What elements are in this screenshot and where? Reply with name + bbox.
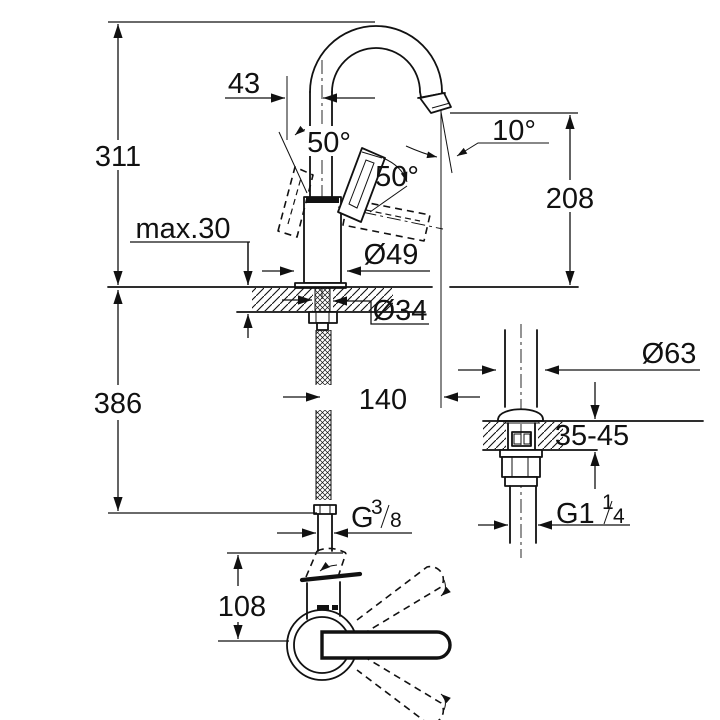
angle-right-arrow <box>382 157 408 183</box>
waste-thread-numerator: 1 <box>602 491 614 514</box>
waste-collar <box>499 449 543 458</box>
main-view <box>107 25 579 552</box>
outlet-angle-line <box>440 111 453 174</box>
waste-locknut-facets <box>511 457 529 477</box>
aerator-line <box>431 102 451 109</box>
deck-hatch-right <box>333 288 393 311</box>
dim-swing-left-label: 50° <box>307 127 351 159</box>
faucet-body <box>303 196 342 284</box>
front-lever-dashed-upper <box>352 565 445 641</box>
spout-outlet <box>419 92 452 114</box>
dimensions-main: 311 386 max.30 43 50° 50° 10° 208 <box>94 21 594 538</box>
dim-deck-thickness-label: max.30 <box>135 213 230 245</box>
label-bg <box>305 126 354 156</box>
spout-inner-arc <box>331 47 421 93</box>
dim-spout-reach-label: 140 <box>359 384 407 416</box>
mounting-nut-facets <box>315 312 330 323</box>
front-lever-dashed-lower <box>352 649 445 720</box>
front-view: 108 <box>218 547 452 720</box>
waste-dome-cap <box>497 408 544 422</box>
rotation-arrow-upper <box>440 579 451 597</box>
threaded-shank <box>315 288 330 312</box>
supply-thread-denominator: 8 <box>390 509 402 532</box>
angle-outlet-leader <box>456 142 549 157</box>
fraction-slash <box>380 504 390 529</box>
cartridge-band <box>306 197 339 203</box>
waste-thread-prefix: G1 <box>556 498 595 530</box>
waste-thread-denominator: 4 <box>613 505 625 528</box>
dim-max30-leader <box>130 241 250 285</box>
spout-outer-arc <box>309 25 443 93</box>
waste-body-in-deck <box>507 422 536 451</box>
shank-step <box>316 322 329 331</box>
dim-swing-right-label: 50° <box>375 161 419 193</box>
lever-dashed-down <box>342 198 431 242</box>
dim-flange-diameter-label: Ø63 <box>642 338 697 370</box>
dim-lever-height-label: 108 <box>218 591 266 623</box>
lever-solid-loop <box>348 159 375 209</box>
angle-left-leg <box>278 131 308 194</box>
front-lever-dashed-up <box>305 547 347 578</box>
waste-deck-hatch-right <box>538 422 563 449</box>
dim-total-height-label: 311 <box>95 141 141 173</box>
angle-outlet-arrow-left <box>405 145 438 159</box>
waste-tailpipe <box>509 485 537 544</box>
dim-body-diameter-label: Ø49 <box>364 239 419 271</box>
dim-spout-offset-label: 43 <box>228 68 260 100</box>
angle-right-leg-bottom <box>369 185 408 213</box>
waste-thread-label: G1 1 4 <box>556 491 625 530</box>
hose-connector-tube <box>317 513 333 552</box>
supply-thread-prefix: G <box>351 502 374 534</box>
hose-nut <box>313 504 337 515</box>
front-body-mark-b <box>332 605 338 610</box>
dim-outlet-height-label: 208 <box>546 183 594 215</box>
lever-dashed-left-inner <box>287 177 302 225</box>
waste-view: Ø63 35-45 G1 1 4 <box>458 324 704 558</box>
waste-window <box>511 431 532 447</box>
lever-solid <box>337 147 386 223</box>
front-body-mark-a <box>317 605 329 610</box>
dim-outlet-angle-label: 10° <box>492 115 536 147</box>
dim-below-deck-label: 386 <box>94 388 142 420</box>
supply-hose-upper-edges <box>315 330 332 385</box>
hose-nut-facets <box>319 505 331 514</box>
dim-hole-diameter-label: Ø34 <box>373 295 428 327</box>
lever-dashed-down-inner <box>355 207 421 222</box>
mounting-nut <box>308 311 338 324</box>
waste-deck-hatch-left <box>483 422 506 449</box>
supply-hose-lower-edges <box>315 410 332 500</box>
front-lever-solid <box>320 630 452 660</box>
angle-right-leg-top <box>361 151 383 159</box>
lever-dashed-down-axis <box>337 206 444 230</box>
supply-thread-label: G 3 8 <box>351 496 402 534</box>
waste-window-slot-b <box>523 433 531 445</box>
front-lever-edge-plate <box>299 571 363 583</box>
dim-deck-range-label: 35-45 <box>555 420 629 452</box>
waste-window-slot-a <box>513 433 522 445</box>
waste-pipe <box>504 329 538 408</box>
waste-locknut <box>501 456 541 478</box>
waste-step <box>504 476 538 487</box>
supply-thread-numerator: 3 <box>371 496 383 519</box>
shank-edges <box>314 288 331 312</box>
supply-hose-lower <box>316 410 331 500</box>
rotation-arrow-lower <box>440 693 451 711</box>
lever-dashed-left <box>277 166 314 238</box>
rotation-arrow-up <box>319 561 338 572</box>
fraction-slash <box>603 500 613 525</box>
supply-hose-upper <box>316 330 331 385</box>
dim-d34-left <box>333 296 429 325</box>
